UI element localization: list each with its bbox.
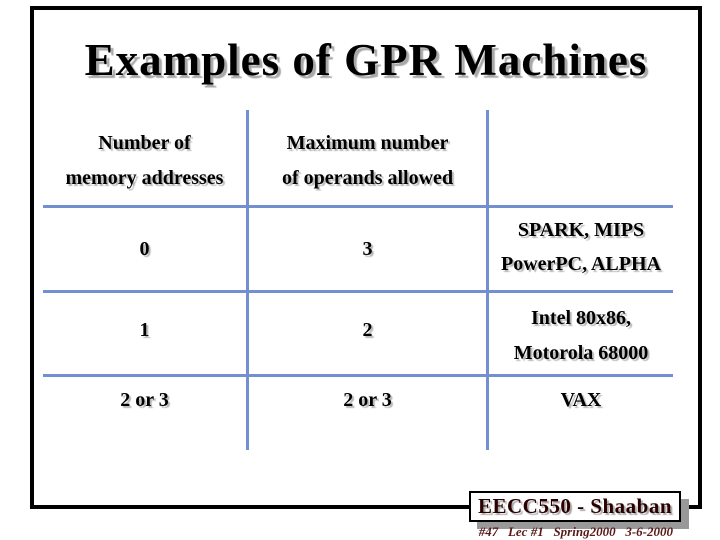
cell-row2-addresses: 1 xyxy=(139,319,150,341)
column-header-memory-addresses: Number of memory addresses xyxy=(43,126,246,196)
cell-row3-operands: 2 or 3 xyxy=(343,389,392,411)
page-title: Examples of GPR Machines xyxy=(84,35,648,85)
machine-name: PowerPC, ALPHA xyxy=(501,253,661,275)
course-banner: EECC550 - Shaaban xyxy=(469,491,681,522)
table-row-divider-2 xyxy=(43,290,673,293)
cell-row1-operands: 3 xyxy=(362,238,373,260)
cell-row3-machines: VAX xyxy=(560,389,602,411)
table-column-divider-2 xyxy=(486,110,489,450)
machine-name: SPARK, MIPS xyxy=(517,219,645,241)
machine-name: Intel 80x86, xyxy=(531,307,631,329)
cell-row1-addresses: 0 xyxy=(139,238,150,260)
table-row-divider-3 xyxy=(43,374,673,377)
table-column-divider-1 xyxy=(246,110,249,450)
table-row-divider-1 xyxy=(43,205,673,208)
cell-row2-operands: 2 xyxy=(362,319,373,341)
header-line: Number of xyxy=(98,132,191,154)
header-line: memory addresses xyxy=(65,167,224,189)
cell-row3-addresses: 2 or 3 xyxy=(120,389,169,411)
column-header-operands-allowed: Maximum number of operands allowed xyxy=(249,126,486,196)
header-line: of operands allowed xyxy=(281,167,454,189)
lecture-info: #47 Lec #1 Spring2000 3-6-2000 xyxy=(478,524,673,539)
header-line: Maximum number xyxy=(286,132,449,154)
cell-row2-machines: Intel 80x86, Motorola 68000 xyxy=(489,301,673,371)
slide-border-frame xyxy=(30,6,702,509)
cell-row1-machines: SPARK, MIPS PowerPC, ALPHA xyxy=(489,213,673,281)
machine-name: Motorola 68000 xyxy=(513,342,649,364)
